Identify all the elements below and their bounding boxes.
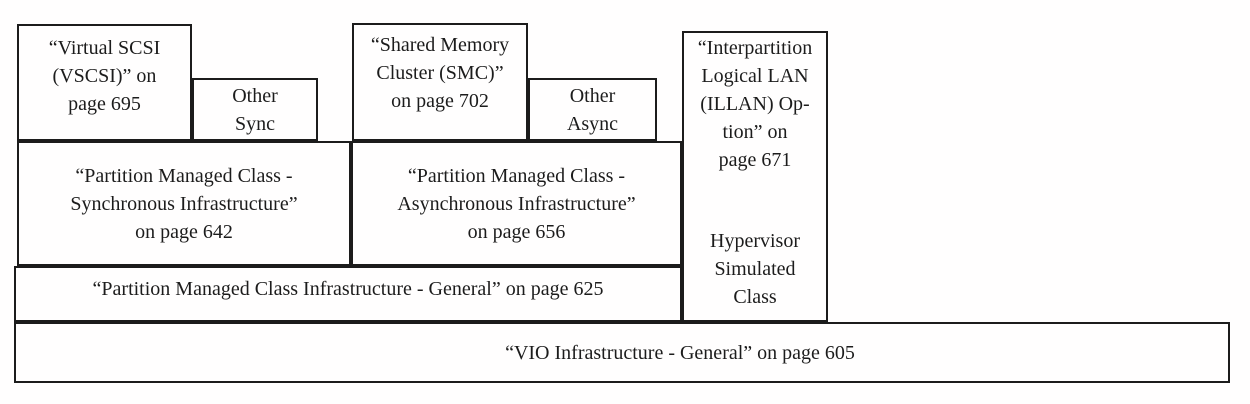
box-virtual-scsi: “Virtual SCSI (VSCSI)” on page 695 <box>17 24 192 141</box>
box-shared-memory-cluster-label: “Shared Memory Cluster (SMC)” on page 70… <box>370 34 510 112</box>
box-partition-managed-class-sync-label: “Partition Managed Class - Synchronous I… <box>70 164 298 243</box>
box-partition-managed-class-async-label: “Partition Managed Class - Asynchronous … <box>397 164 636 243</box>
box-vio-infrastructure-general-label: “VIO Infrastructure - General” on page 6… <box>505 341 855 364</box>
box-vio-infrastructure-general: “VIO Infrastructure - General” on page 6… <box>14 322 1230 383</box>
box-illan-hypervisor-simulated: “Interpartition Logical LAN (ILLAN) Op- … <box>682 31 828 322</box>
box-partition-managed-class-async: “Partition Managed Class - Asynchronous … <box>351 141 682 266</box>
box-shared-memory-cluster: “Shared Memory Cluster (SMC)” on page 70… <box>352 23 528 141</box>
box-partition-managed-class-sync: “Partition Managed Class - Synchronous I… <box>17 141 351 266</box>
box-partition-managed-class-general: “Partition Managed Class Infrastructure … <box>14 266 682 322</box>
box-hypervisor-simulated-class-label: Hypervisor Simulated Class <box>710 230 800 308</box>
box-virtual-scsi-label: “Virtual SCSI (VSCSI)” on page 695 <box>48 37 161 115</box>
box-other-sync-label: Other Sync <box>232 84 278 135</box>
box-other-sync: Other Sync <box>192 78 318 141</box>
box-other-async: Other Async <box>528 78 657 141</box>
box-other-async-label: Other Async <box>566 84 619 135</box>
box-illan-label: “Interpartition Logical LAN (ILLAN) Op- … <box>697 37 813 171</box>
box-partition-managed-class-general-label: “Partition Managed Class Infrastructure … <box>92 278 604 300</box>
